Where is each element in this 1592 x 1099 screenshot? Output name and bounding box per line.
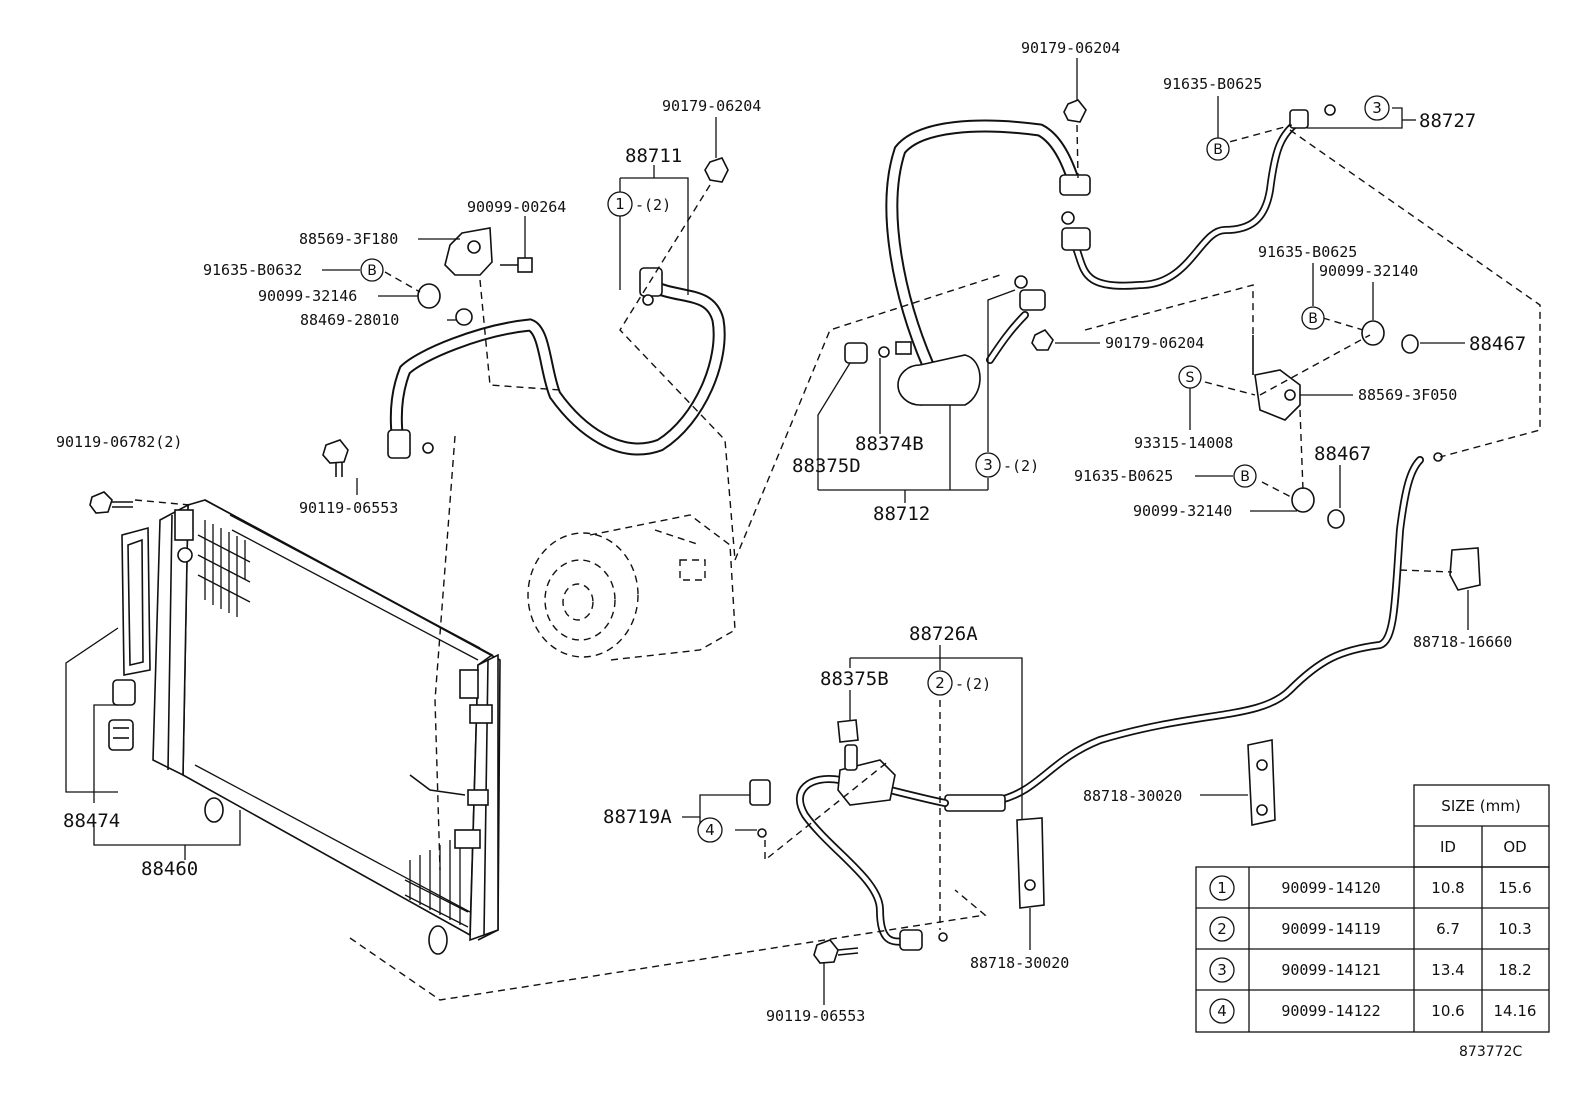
label-88712: 88712	[873, 503, 930, 525]
row-od: 10.3	[1498, 920, 1531, 938]
compressor	[527, 514, 736, 661]
row-id: 6.7	[1436, 920, 1460, 938]
small-parts	[89, 99, 1481, 964]
row-mark: 3	[1217, 961, 1227, 979]
label-88375b: 88375B	[820, 668, 889, 690]
label-88718-30020: 88718-30020	[1083, 787, 1182, 805]
label-90179-06204: 90179-06204	[1021, 39, 1120, 57]
row-mark: 1	[1217, 879, 1227, 897]
size-table: SIZE (mm) ID OD 1 90099-14120 10.8 15.6 …	[1195, 784, 1550, 1033]
label-90099-32146: 90099-32146	[258, 287, 357, 305]
mark-2: 2	[935, 674, 945, 692]
label-90179-06204: 90179-06204	[1105, 334, 1204, 352]
label-88569-3f050: 88569-3F050	[1358, 386, 1457, 404]
table-row: 2 90099-14119 6.7 10.3	[1209, 916, 1532, 942]
label-90119-06553: 90119-06553	[299, 499, 398, 517]
label-qty: -(2)	[1003, 457, 1039, 475]
row-od: 15.6	[1498, 879, 1531, 897]
size-table-col-id: ID	[1440, 838, 1456, 856]
row-part-number: 90099-14122	[1281, 1002, 1380, 1020]
label-88375d: 88375D	[792, 455, 861, 477]
condenser-side-parts	[108, 526, 151, 751]
label-88718-30020: 88718-30020	[970, 954, 1069, 972]
row-part-number: 90099-14121	[1281, 961, 1380, 979]
label-88726a: 88726A	[909, 623, 978, 645]
drawing-number: 873772C	[1459, 1044, 1522, 1060]
label-qty: -(2)	[635, 196, 671, 214]
mark-3: 3	[1372, 99, 1382, 117]
hose-88712	[885, 119, 1091, 406]
label-90099-32140: 90099-32140	[1133, 502, 1232, 520]
row-part-number: 90099-14120	[1281, 879, 1380, 897]
label-88460: 88460	[141, 858, 198, 880]
label-88719a: 88719A	[603, 806, 672, 828]
row-od: 18.2	[1498, 961, 1531, 979]
size-table-title: SIZE (mm)	[1441, 797, 1520, 815]
mark-3: 3	[983, 456, 993, 474]
label-91635-b0632: 91635-B0632	[203, 261, 302, 279]
part-labels: 90179-06204 88711 -(2) 90099-00264 88569…	[56, 39, 1526, 1060]
circled-symbols: 1 B 3 B B S B 3 2 4	[360, 95, 1390, 843]
condenser-fins-left	[197, 520, 251, 617]
label-90119-06782: 90119-06782(2)	[56, 433, 182, 451]
size-table-col-od: OD	[1503, 838, 1526, 856]
label-88474: 88474	[63, 810, 120, 832]
table-row: 3 90099-14121 13.4 18.2	[1209, 957, 1532, 983]
row-id: 13.4	[1431, 961, 1464, 979]
liquid-pipe	[944, 456, 1424, 812]
label-88467: 88467	[1469, 333, 1526, 355]
label-88374b: 88374B	[855, 433, 924, 455]
table-row: 4 90099-14122 10.6 14.16	[1209, 998, 1537, 1024]
condenser-assembly	[152, 499, 501, 955]
mark-b: B	[1240, 469, 1250, 485]
label-88727: 88727	[1419, 110, 1476, 132]
label-qty: -(2)	[955, 675, 991, 693]
label-88467: 88467	[1314, 443, 1371, 465]
table-row: 1 90099-14120 10.8 15.6	[1209, 875, 1532, 901]
mark-s: S	[1186, 370, 1195, 386]
dashed-leaders	[134, 124, 1541, 1001]
row-od: 14.16	[1494, 1002, 1537, 1020]
leader-lines	[65, 58, 1469, 1005]
label-90099-32140: 90099-32140	[1319, 262, 1418, 280]
row-id: 10.6	[1431, 1002, 1464, 1020]
label-91635-b0625: 91635-B0625	[1258, 243, 1357, 261]
mark-b: B	[1213, 142, 1223, 158]
mark-b: B	[1308, 311, 1318, 327]
label-93315-14008: 93315-14008	[1134, 434, 1233, 452]
pipe-88727	[1061, 109, 1309, 290]
pipe-88726a	[796, 744, 949, 951]
label-90119-06553: 90119-06553	[766, 1007, 865, 1025]
row-mark: 2	[1217, 920, 1227, 938]
label-91635-b0625: 91635-B0625	[1074, 467, 1173, 485]
row-part-number: 90099-14119	[1281, 920, 1380, 938]
row-mark: 4	[1217, 1002, 1227, 1020]
label-88711: 88711	[625, 145, 682, 167]
label-91635-b0625: 91635-B0625	[1163, 75, 1262, 93]
mark-4: 4	[705, 821, 715, 839]
mark-1: 1	[615, 195, 625, 213]
label-90099-00264: 90099-00264	[467, 198, 566, 216]
mark-b: B	[367, 263, 377, 279]
label-88569-3f180: 88569-3F180	[299, 230, 398, 248]
row-id: 10.8	[1431, 879, 1464, 897]
label-90179-06204: 90179-06204	[662, 97, 761, 115]
label-88718-16660: 88718-16660	[1413, 633, 1512, 651]
label-88469-28010: 88469-28010	[300, 311, 399, 329]
